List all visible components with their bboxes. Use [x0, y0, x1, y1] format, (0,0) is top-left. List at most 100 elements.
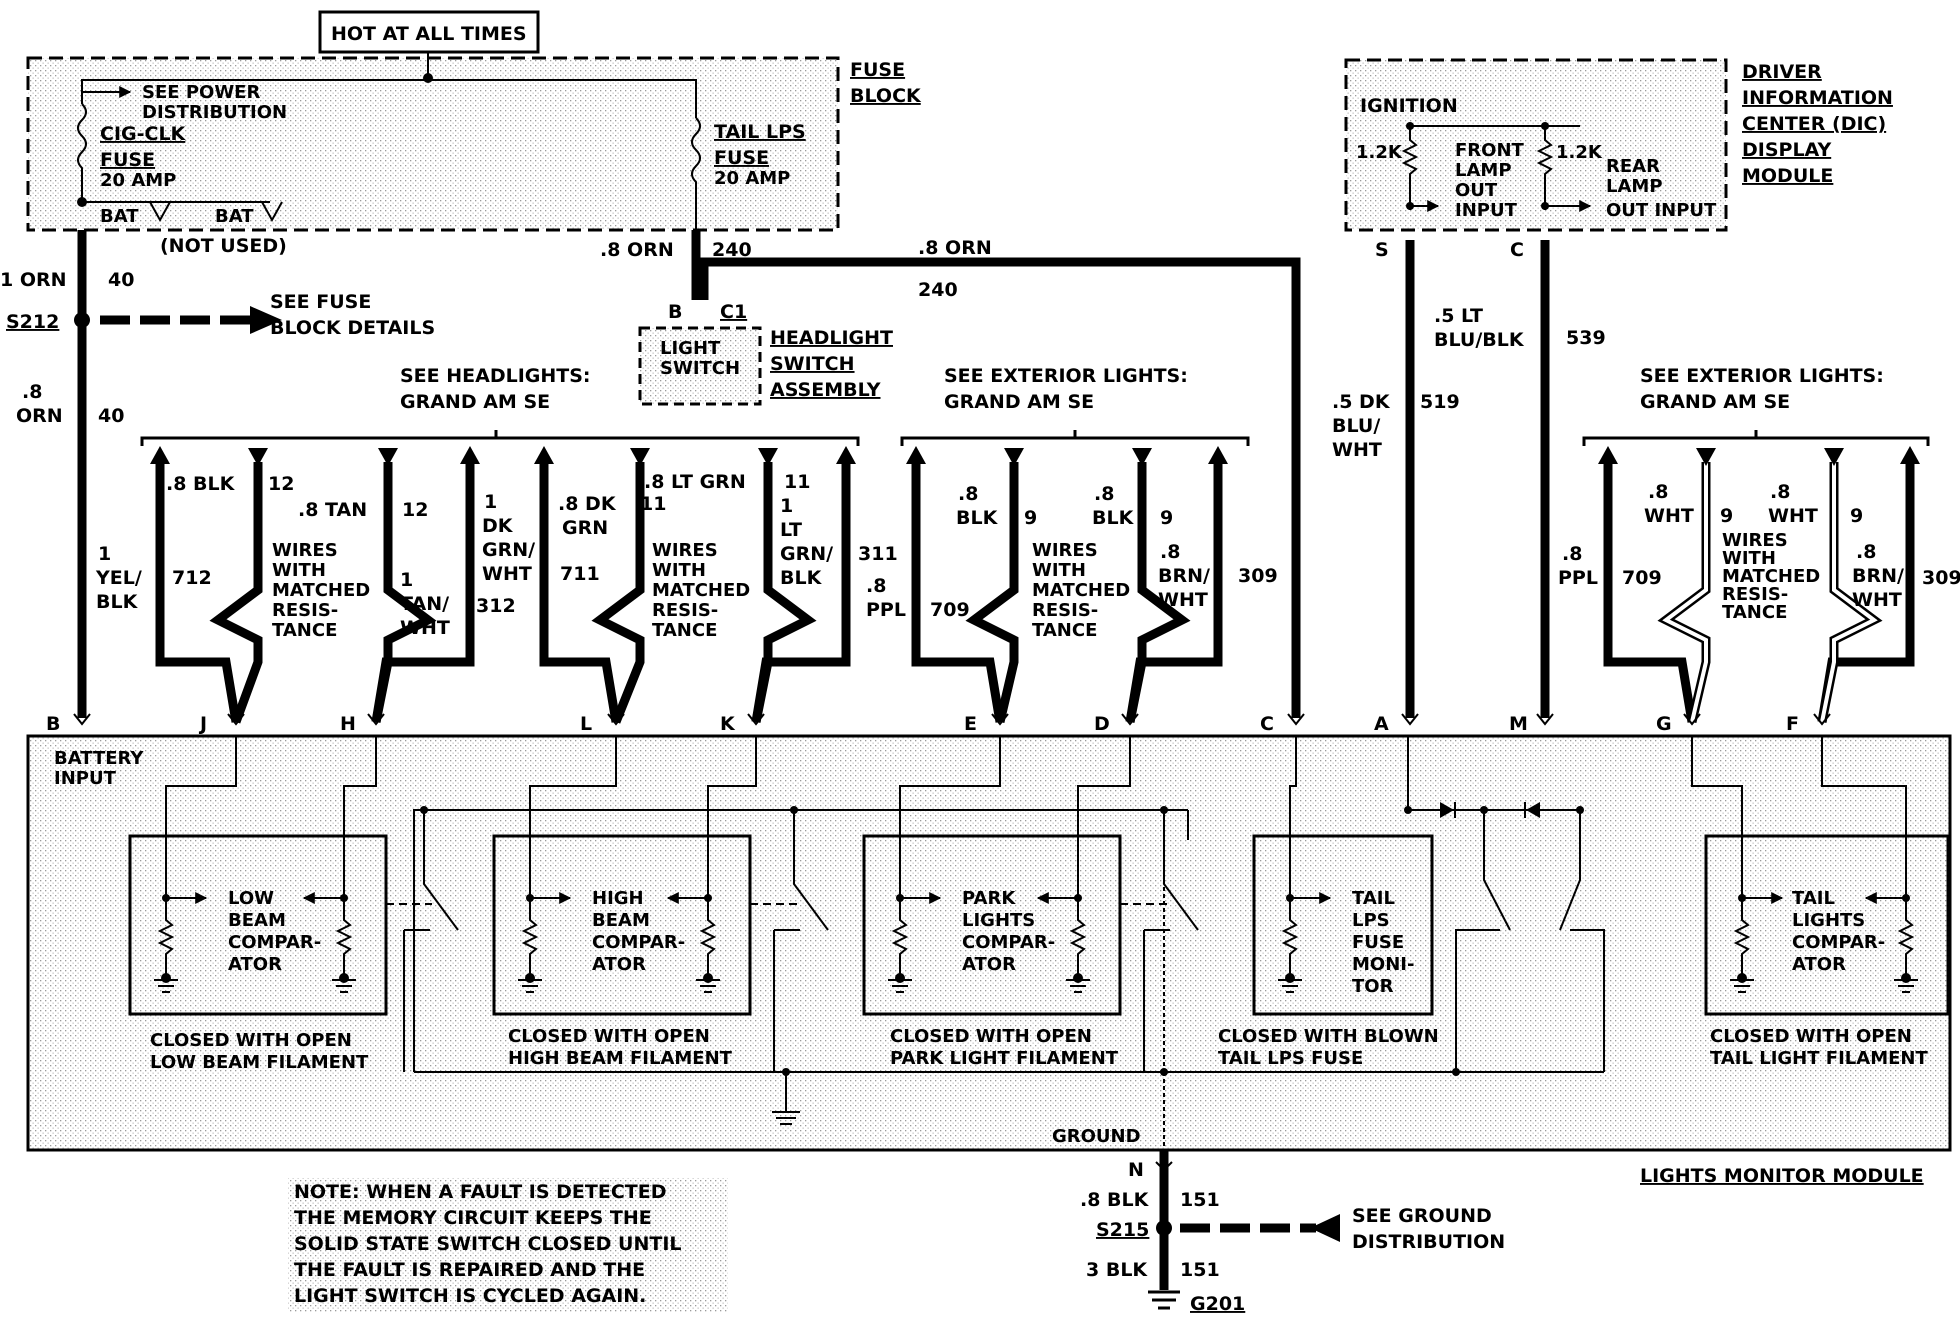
tail-fuse-line-3: 20 AMP — [714, 168, 790, 189]
front-lamp-2: LAMP — [1455, 160, 1512, 181]
matched-b-3: MATCHED — [652, 580, 750, 601]
lbl-712-4: 712 — [172, 567, 212, 589]
see-power-line-1: SEE POWER — [142, 82, 260, 103]
module-title: LIGHTS MONITOR MODULE — [1640, 1165, 1924, 1187]
fuse-block-title-2: BLOCK — [850, 85, 922, 107]
see-fuse-block-1: SEE FUSE — [270, 291, 371, 313]
footnote: NOTE: WHEN A FAULT IS DETECTED THE MEMOR… — [288, 1178, 728, 1312]
dic-display-module: IGNITION 1.2K 1.2K FRONT LAMP OUT INPUT … — [1344, 58, 1893, 261]
pin-f: F — [1786, 713, 1799, 735]
lbl-709a-3: 709 — [930, 599, 970, 621]
pin-chevron — [227, 713, 245, 726]
lbl-309b-4: 309 — [1922, 567, 1960, 589]
headlight-switch-2: SWITCH — [770, 353, 855, 375]
fuse-block-title-1: FUSE — [850, 59, 905, 81]
pin-chevron — [1121, 713, 1139, 726]
footnote-3: SOLID STATE SWITCH CLOSED UNTIL — [294, 1233, 682, 1255]
pin-g: G — [1656, 713, 1672, 735]
pin-k: K — [720, 713, 736, 735]
pin-chevron — [1287, 713, 1305, 726]
dic-title-2: INFORMATION — [1742, 87, 1893, 109]
lbl-709b-1: .8 — [1562, 543, 1582, 565]
lights-monitor-module: BATTERY INPUT LIGHTS MONITOR MODULE GROU… — [26, 734, 1952, 1187]
comparator-low-label-1: BEAM — [228, 910, 286, 931]
pin-h: H — [340, 713, 356, 735]
ext-lights-2b: GRAND AM SE — [1640, 391, 1790, 413]
matched-a-4: RESIS- — [272, 600, 338, 621]
branch-wire-4 — [906, 446, 1024, 724]
ground-circuit: .8 BLK 151 S215 3 BLK 151 G201 SEE GROUN… — [1080, 1150, 1505, 1315]
headlight-switch-1: HEADLIGHT — [770, 327, 893, 349]
lbl-309b-1: .8 — [1856, 541, 1876, 563]
lbl-wht9a-1: .8 — [1648, 481, 1668, 503]
tail-fuse-line-2: FUSE — [714, 147, 769, 169]
lbl-309a-4: 309 — [1238, 565, 1278, 587]
wire-539-3: 539 — [1566, 327, 1606, 349]
matched-a-1: WIRES — [272, 540, 338, 561]
hot-at-all-times-label: HOT AT ALL TIMES — [331, 23, 527, 45]
comparator-tail-label-0: TAIL — [1792, 888, 1835, 909]
resistor-1-value: 1.2K — [1356, 142, 1403, 163]
note-park-2: PARK LIGHT FILAMENT — [890, 1048, 1119, 1069]
matched-b-1: WIRES — [652, 540, 718, 561]
pin-chevron — [747, 713, 765, 726]
pin-c: C — [1260, 713, 1274, 735]
lbl-311-2: LT — [780, 519, 802, 541]
matched-c-3: MATCHED — [1032, 580, 1130, 601]
pin-chevron — [607, 713, 625, 726]
tail-fuse-icon — [691, 117, 701, 230]
wire-151b-2: 151 — [1180, 1259, 1220, 1281]
pin-m: M — [1509, 713, 1528, 735]
s212-label: S212 — [6, 311, 59, 333]
comparator-park-label-1: LIGHTS — [962, 910, 1035, 931]
ext-lights-2a: SEE EXTERIOR LIGHTS: — [1640, 365, 1884, 387]
footnote-2: THE MEMORY CIRCUIT KEEPS THE — [294, 1207, 652, 1229]
rear-lamp-1: REAR — [1606, 156, 1660, 177]
lbl-709b-2: PPL — [1558, 567, 1598, 589]
matched-c-5: TANCE — [1032, 620, 1097, 641]
comparator-park-label-3: ATOR — [962, 954, 1016, 975]
dic-pin-s: S — [1375, 239, 1389, 261]
matched-c-4: RESIS- — [1032, 600, 1098, 621]
matched-b-4: RESIS- — [652, 600, 718, 621]
pin-l: L — [580, 713, 592, 735]
wire-orn40b-1: .8 — [22, 381, 42, 403]
lbl-311-5: 311 — [858, 543, 898, 565]
resistor-1-icon — [1401, 126, 1419, 210]
matched-d-5: TANCE — [1722, 602, 1787, 623]
matched-d-2: WITH — [1722, 548, 1776, 569]
branch-wire-6 — [1598, 446, 1716, 724]
fuse-block: HOT AT ALL TIMES SEE POWER DISTRIBUTION … — [26, 10, 922, 257]
lbl-blk9b-3: 9 — [1160, 507, 1173, 529]
comparator-high-label-3: ATOR — [592, 954, 646, 975]
matched-d-4: RESIS- — [1722, 584, 1788, 605]
comparator-park-label-2: COMPAR- — [962, 932, 1055, 953]
comparator-low-label-2: COMPAR- — [228, 932, 321, 953]
comparator-tailfuse-label-1: LPS — [1352, 910, 1390, 931]
headlights-1: SEE HEADLIGHTS: — [400, 365, 591, 387]
branch-labels: .8 BLK 12 1 YEL/ BLK 712 WIRES WITH MATC… — [95, 471, 1960, 641]
lbl-309a-1: .8 — [1160, 541, 1180, 563]
note-high-2: HIGH BEAM FILAMENT — [508, 1048, 733, 1069]
pin-chevron — [367, 713, 385, 726]
ext-lights-1b: GRAND AM SE — [944, 391, 1094, 413]
lbl-311-3: GRN/ — [780, 543, 833, 565]
lbl-blk9b-2: BLK — [1092, 507, 1135, 529]
branch-wire-2 — [534, 446, 650, 724]
note-low-2: LOW BEAM FILAMENT — [150, 1052, 369, 1073]
front-lamp-3: OUT — [1455, 180, 1498, 201]
matched-a-2: WITH — [272, 560, 326, 581]
comparator-low-label-0: LOW — [228, 888, 274, 909]
matched-b-2: WITH — [652, 560, 706, 581]
branch-wire-7 — [1817, 446, 1920, 723]
ignition-label: IGNITION — [1360, 95, 1458, 117]
pin-chevron — [991, 713, 1009, 726]
comparator-tail-label-3: ATOR — [1792, 954, 1846, 975]
footnote-1: NOTE: WHEN A FAULT IS DETECTED — [294, 1181, 666, 1203]
comparator-high-label-2: COMPAR- — [592, 932, 685, 953]
note-low-1: CLOSED WITH OPEN — [150, 1030, 352, 1051]
pin-chevron — [1683, 713, 1701, 726]
